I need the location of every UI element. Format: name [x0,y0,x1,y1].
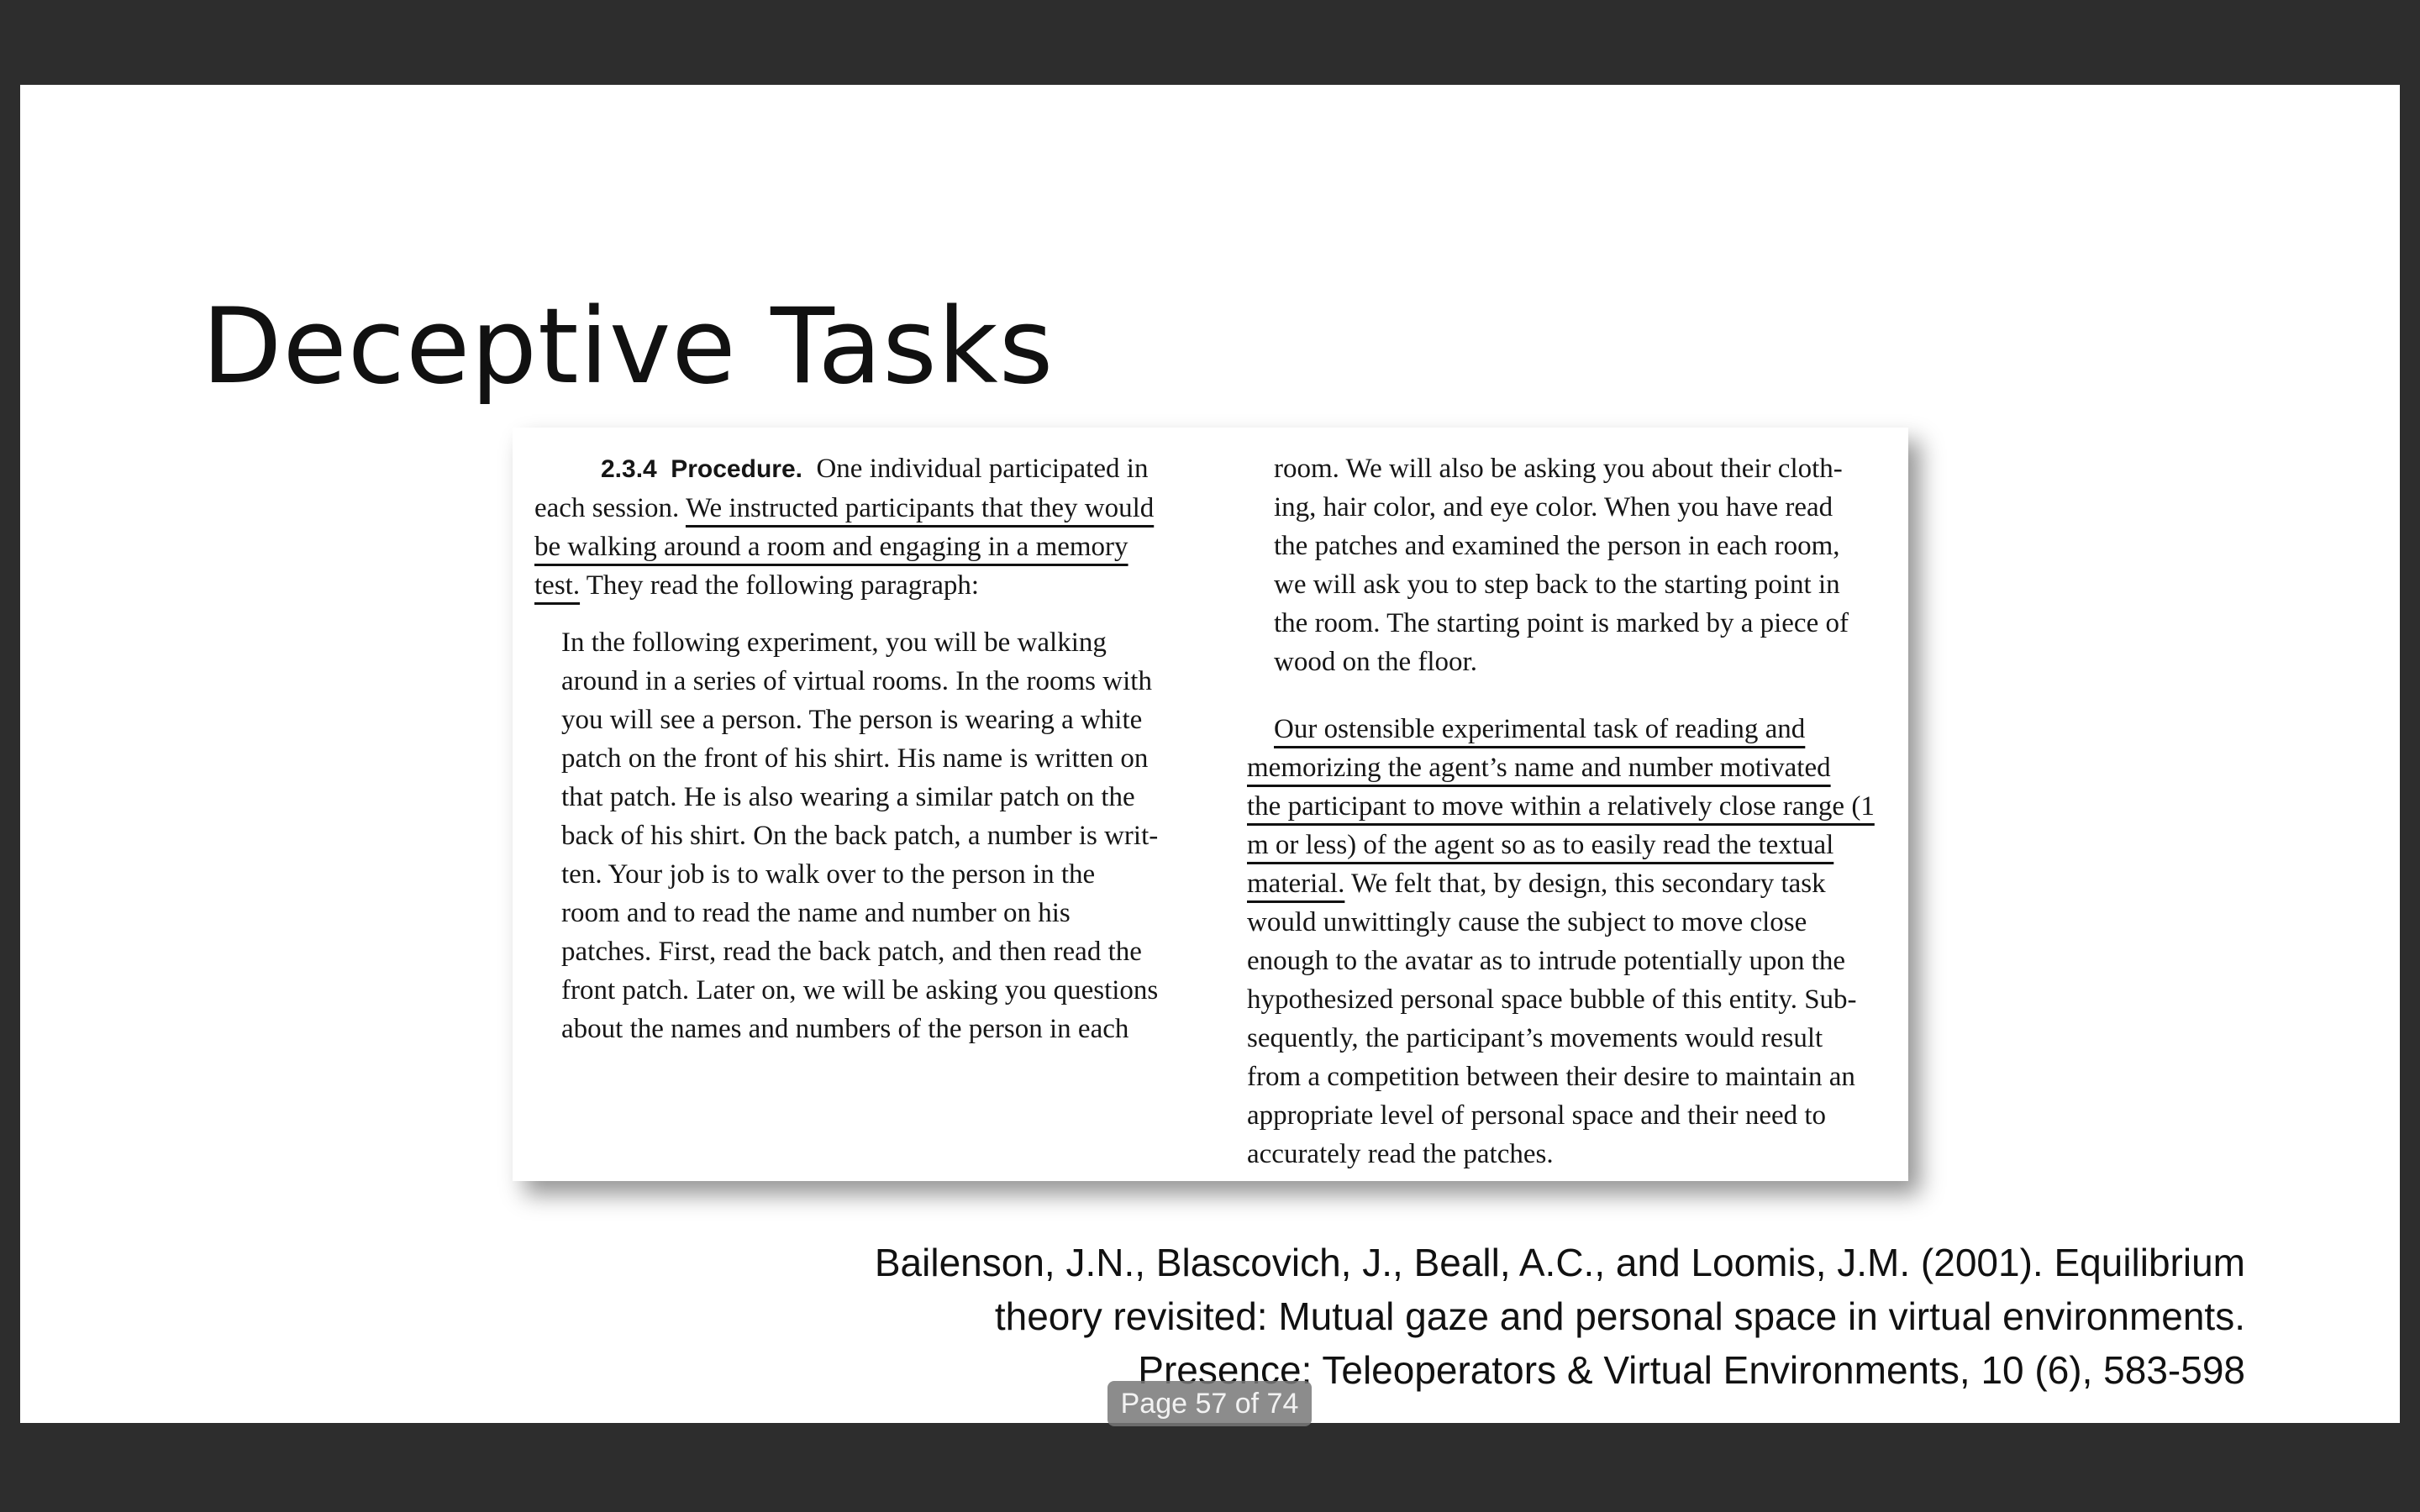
underlined-text: m or less) of the agent so as to easily … [1247,830,1834,860]
body-line: would unwittingly cause the subject to m… [1247,907,1807,937]
quote-line: back of his shirt. On the back patch, a … [561,821,1159,851]
body-text: We felt that, by design, this secondary … [1351,869,1826,899]
quote-line: you will see a person. The person is wea… [561,705,1143,735]
quote-line: In the following experiment, you will be… [561,627,1107,658]
underlined-text: the participant to move within a relativ… [1247,791,1875,822]
procedure-line-2: each session. We instructed participants… [534,489,1207,528]
body-line: hypothesized personal space bubble of th… [1247,984,1857,1015]
quote-line: room and to read the name and number on … [561,898,1071,928]
quote-line: the room. The starting point is marked b… [1274,608,1849,638]
procedure-text: They read the following paragraph: [586,570,980,601]
quote-line: about the names and numbers of the perso… [561,1014,1129,1044]
citation: Bailenson, J.N., Blascovich, J., Beall, … [649,1236,2245,1397]
body-line: Our ostensible experimental task of read… [1247,710,1894,748]
quote-line: front patch. Later on, we will be asking… [561,975,1159,1005]
underlined-text: We instructed participants that they wou… [685,493,1155,523]
underlined-text: material. [1247,869,1345,899]
quote-line: ing, hair color, and eye color. When you… [1274,492,1833,522]
quote-line: ten. Your job is to walk over to the per… [561,859,1096,890]
slide-page: Deceptive Tasks 2.3.4 Procedure. One ind… [20,85,2400,1423]
page-indicator: Page 57 of 74 [1107,1381,1312,1426]
body-line: m or less) of the agent so as to easily … [1247,826,1894,864]
paper-excerpt-image: 2.3.4 Procedure. One individual particip… [513,428,1908,1181]
quote-line: the patches and examined the person in e… [1274,531,1840,561]
citation-line-2: theory revisited: Mutual gaze and person… [994,1294,2245,1338]
slide-title: Deceptive Tasks [202,286,1055,407]
underlined-text: Our ostensible experimental task of read… [1274,714,1806,744]
underlined-text: be walking around a room and engaging in… [534,532,1128,562]
quote-line: around in a series of virtual rooms. In … [561,666,1152,696]
body-line: memorizing the agent’s name and number m… [1247,748,1894,787]
procedure-line-4: test. They read the following paragraph: [534,566,1207,605]
body-line: appropriate level of personal space and … [1247,1100,1827,1131]
excerpt-left-column: 2.3.4 Procedure. One individual particip… [534,449,1207,1048]
body-line: from a competition between their desire … [1247,1062,1855,1092]
section-heading: Procedure. [671,455,802,483]
body-line: the participant to move within a relativ… [1247,787,1894,826]
citation-line-3: Presence: Teleoperators & Virtual Enviro… [1138,1348,2245,1392]
quote-line: we will ask you to step back to the star… [1274,570,1840,600]
section-number: 2.3.4 [601,455,657,483]
underlined-text: test. [534,570,581,601]
underlined-text: memorizing the agent’s name and number m… [1247,753,1831,783]
quote-line: patch on the front of his shirt. His nam… [561,743,1149,774]
quote-line: patches. First, read the back patch, and… [561,937,1142,967]
body-line: accurately read the patches. [1247,1139,1554,1169]
citation-line-1: Bailenson, J.N., Blascovich, J., Beall, … [874,1241,2245,1284]
body-line: enough to the avatar as to intrude poten… [1247,946,1846,976]
quote-line: wood on the floor. [1274,647,1477,677]
quote-line: that patch. He is also wearing a similar… [561,782,1135,812]
procedure-line-1: 2.3.4 Procedure. One individual particip… [534,449,1207,489]
procedure-line-3: be walking around a room and engaging in… [534,528,1207,566]
body-line: sequently, the participant’s movements w… [1247,1023,1823,1053]
body-line: material. We felt that, by design, this … [1247,864,1894,903]
procedure-text: One individual participated in [816,454,1149,484]
procedure-text: each session. [534,493,680,523]
quote-line: room. We will also be asking you about t… [1274,454,1843,484]
excerpt-right-column: room. We will also be asking you about t… [1247,449,1894,1173]
